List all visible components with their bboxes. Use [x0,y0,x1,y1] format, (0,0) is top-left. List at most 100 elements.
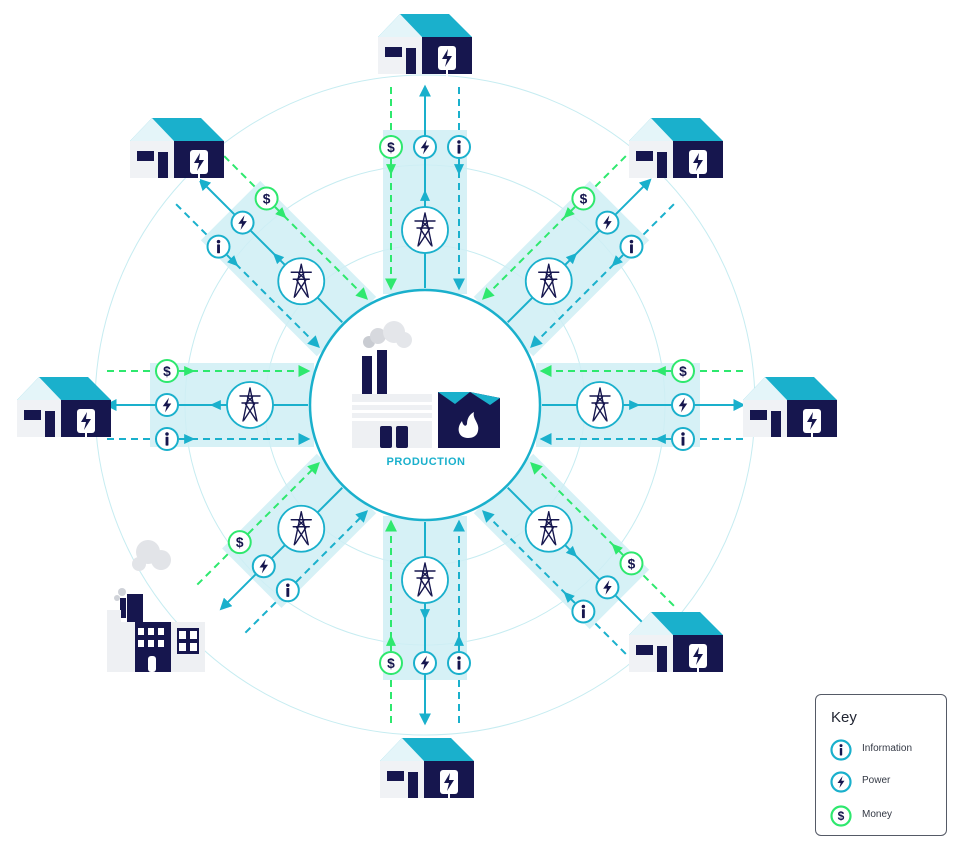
power-arrow [420,609,430,621]
spoke-house-bottom-right: $ [473,453,675,655]
production-plant-icon [352,321,500,448]
factory-icon [107,540,205,672]
nodes [17,14,837,801]
pylon-icon [576,381,624,429]
house-left [17,377,111,440]
svg-text:$: $ [580,191,588,206]
power-icon [671,393,695,417]
spokes: $ $ $ $ $ $ $ $ [104,84,746,726]
key-label-information: Information [862,743,913,754]
money-icon: $ [571,186,596,211]
information-icon [447,651,471,675]
svg-text:$: $ [838,809,845,823]
information-icon [571,599,596,624]
svg-text:$: $ [236,535,244,550]
spoke-house-right: $ [536,359,746,451]
pylon-icon [524,257,573,306]
money-arrow [563,207,575,219]
information-arrow [184,434,196,444]
pylon-icon [401,206,449,254]
production-hub [308,288,542,522]
information-icon [275,578,300,603]
key-label-money: Money [862,809,893,820]
house-bottom-right [629,612,723,675]
information-icon [155,427,179,451]
house-icon [378,14,472,77]
information-icon [830,739,852,761]
pylon-icon [401,556,449,604]
money-arrow [386,634,396,646]
money-arrow [611,543,623,555]
power-arrow [420,189,430,201]
pylon-icon [277,257,326,306]
spoke-house-left: $ [104,359,314,451]
money-arrow [184,366,196,376]
money-icon: $ [379,651,403,675]
svg-text:$: $ [679,364,687,379]
power-arrow [209,400,221,410]
money-flow-line [481,155,627,300]
information-flow-line [530,203,675,349]
svg-text:$: $ [263,191,271,206]
power-flow-line [507,178,652,323]
power-arrow [565,545,578,558]
information-icon [619,234,644,259]
money-flow-line [530,461,675,607]
money-icon: $ [671,359,695,383]
power-arrow [565,252,578,265]
information-arrow [611,255,623,267]
money-icon: $ [155,359,179,383]
money-icon: $ [619,551,644,576]
house-icon [743,377,837,440]
power-icon [413,135,437,159]
money-arrow [275,207,287,219]
svg-text:$: $ [628,556,636,571]
svg-text:$: $ [387,656,395,671]
power-icon [595,210,620,235]
key-legend: Key Information Power $ Money [815,694,947,836]
power-flow-line [198,178,343,323]
house-top [378,14,472,77]
power-icon [230,210,255,235]
information-flow-line [481,510,627,655]
house-icon [629,612,723,675]
information-arrow [563,591,575,603]
house-bottom [380,738,474,801]
information-arrow [454,634,464,646]
information-flow-line [244,510,369,634]
information-icon [671,427,695,451]
money-icon: $ [227,530,252,555]
spoke-house-top-right: $ [473,155,675,357]
information-flow-line [175,203,320,349]
power-flow-line [219,487,343,611]
power-flow-line [507,487,652,632]
key-title: Key [831,709,857,726]
pylon-icon [226,381,274,429]
money-icon: $ [379,135,403,159]
house-icon [17,377,111,440]
spoke-house-top: $ [379,84,471,294]
money-flow-line [196,461,320,586]
spoke-house-bottom: $ [379,516,471,726]
house-top-left [130,118,224,181]
factory-bottom-left [107,540,205,672]
power-arrow [272,252,285,265]
key-label-power: Power [862,775,891,786]
money-icon: $ [830,805,852,827]
house-right [743,377,837,440]
power-icon [251,554,276,579]
power-icon [413,651,437,675]
power-icon [155,393,179,417]
svg-text:$: $ [387,140,395,155]
money-arrow [654,366,666,376]
svg-text:$: $ [163,364,171,379]
spoke-house-top-left: $ [175,155,377,357]
power-icon [595,575,620,600]
house-icon [629,118,723,181]
spoke-factory-bottom-left: $ [196,453,377,634]
money-icon: $ [254,186,279,211]
information-icon [206,234,231,259]
money-flow-line [223,155,369,300]
power-arrow [629,400,641,410]
